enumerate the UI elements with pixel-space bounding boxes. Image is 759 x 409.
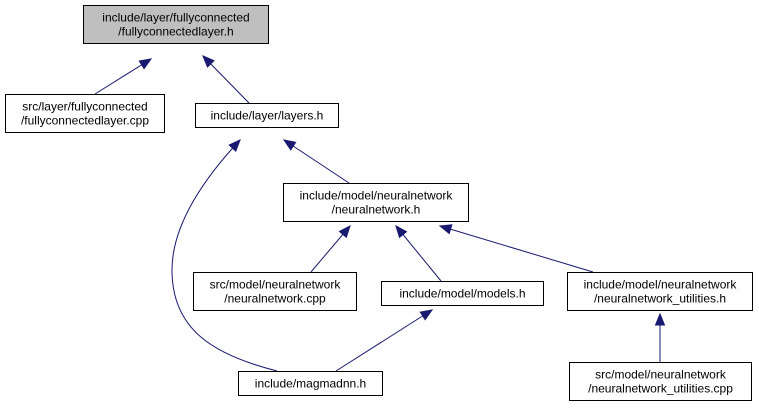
node-label-line: src/model/neuralnetwork xyxy=(210,278,342,292)
node-box xyxy=(567,272,753,311)
node-neuralnetwork-h[interactable]: include/model/neuralnetwork/neuralnetwor… xyxy=(283,183,469,222)
node-label-line: include/layer/fullyconnected xyxy=(102,11,249,25)
node-fullyconnectedlayer-cpp[interactable]: src/layer/fullyconnected/fullyconnectedl… xyxy=(5,94,165,133)
node-box xyxy=(238,371,383,396)
node-label-line: src/model/neuralnetwork xyxy=(595,368,727,382)
node-label-line: include/model/neuralnetwork xyxy=(584,278,738,292)
edge-nn-util-cpp-to-util-h-arrowhead xyxy=(654,312,666,326)
edge-layers-to-fc-h-arrowhead xyxy=(202,55,215,68)
node-label-line: /fullyconnectedlayer.h xyxy=(118,25,233,39)
nodes-layer: include/layer/fullyconnected/fullyconnec… xyxy=(5,5,753,401)
edge-magmadnn-to-models-arrowhead xyxy=(419,309,434,321)
node-label-line: include/model/neuralnetwork xyxy=(300,189,454,203)
node-box xyxy=(569,362,752,401)
node-box xyxy=(83,5,269,44)
node-nn-utilities-cpp[interactable]: src/model/neuralnetwork/neuralnetwork_ut… xyxy=(569,362,752,401)
edge-nn-cpp-to-nn-h-arrowhead xyxy=(338,224,351,239)
node-neuralnetwork-cpp[interactable]: src/model/neuralnetwork/neuralnetwork.cp… xyxy=(193,272,357,311)
node-label-line: include/layer/layers.h xyxy=(211,109,324,123)
edge-models-to-nn-h-arrowhead xyxy=(395,224,408,239)
node-box xyxy=(381,281,544,306)
node-label-line: /neuralnetwork.cpp xyxy=(224,292,326,306)
node-label-line: /neuralnetwork.h xyxy=(332,203,421,217)
node-box xyxy=(193,272,357,311)
node-fullyconnectedlayer-h[interactable]: include/layer/fullyconnected/fullyconnec… xyxy=(83,5,269,44)
node-label-line: /neuralnetwork_utilities.cpp xyxy=(588,382,733,396)
node-layers-h[interactable]: include/layer/layers.h xyxy=(195,103,339,128)
node-label-line: include/magmadnn.h xyxy=(255,377,366,391)
node-label-line: /neuralnetwork_utilities.h xyxy=(594,292,726,306)
node-label-line: include/model/models.h xyxy=(399,287,525,301)
edge-nn-util-h-to-nn-h xyxy=(439,225,594,273)
edge-magmadnn-to-models xyxy=(335,309,433,372)
node-label-line: /fullyconnectedlayer.cpp xyxy=(21,114,149,128)
node-box xyxy=(5,94,165,133)
edge-nn-h-to-layers-arrowhead xyxy=(282,139,297,151)
edges-layer xyxy=(94,55,666,372)
node-box xyxy=(283,183,469,222)
node-magmadnn-h[interactable]: include/magmadnn.h xyxy=(238,371,383,396)
node-box xyxy=(195,103,339,128)
edge-models-to-nn-h xyxy=(395,225,442,282)
edge-magmadnn-to-layers xyxy=(171,139,278,372)
node-label-line: src/layer/fullyconnected xyxy=(22,100,147,114)
edge-nn-h-to-layers xyxy=(283,139,350,184)
edge-nn-util-h-to-nn-h-arrowhead xyxy=(438,224,453,235)
edge-magmadnn-to-layers-arrowhead xyxy=(228,139,241,152)
edge-fc-cpp-to-fc-h-arrowhead xyxy=(138,58,153,70)
node-models-h[interactable]: include/model/models.h xyxy=(381,281,544,306)
node-nn-utilities-h[interactable]: include/model/neuralnetwork/neuralnetwor… xyxy=(567,272,753,311)
